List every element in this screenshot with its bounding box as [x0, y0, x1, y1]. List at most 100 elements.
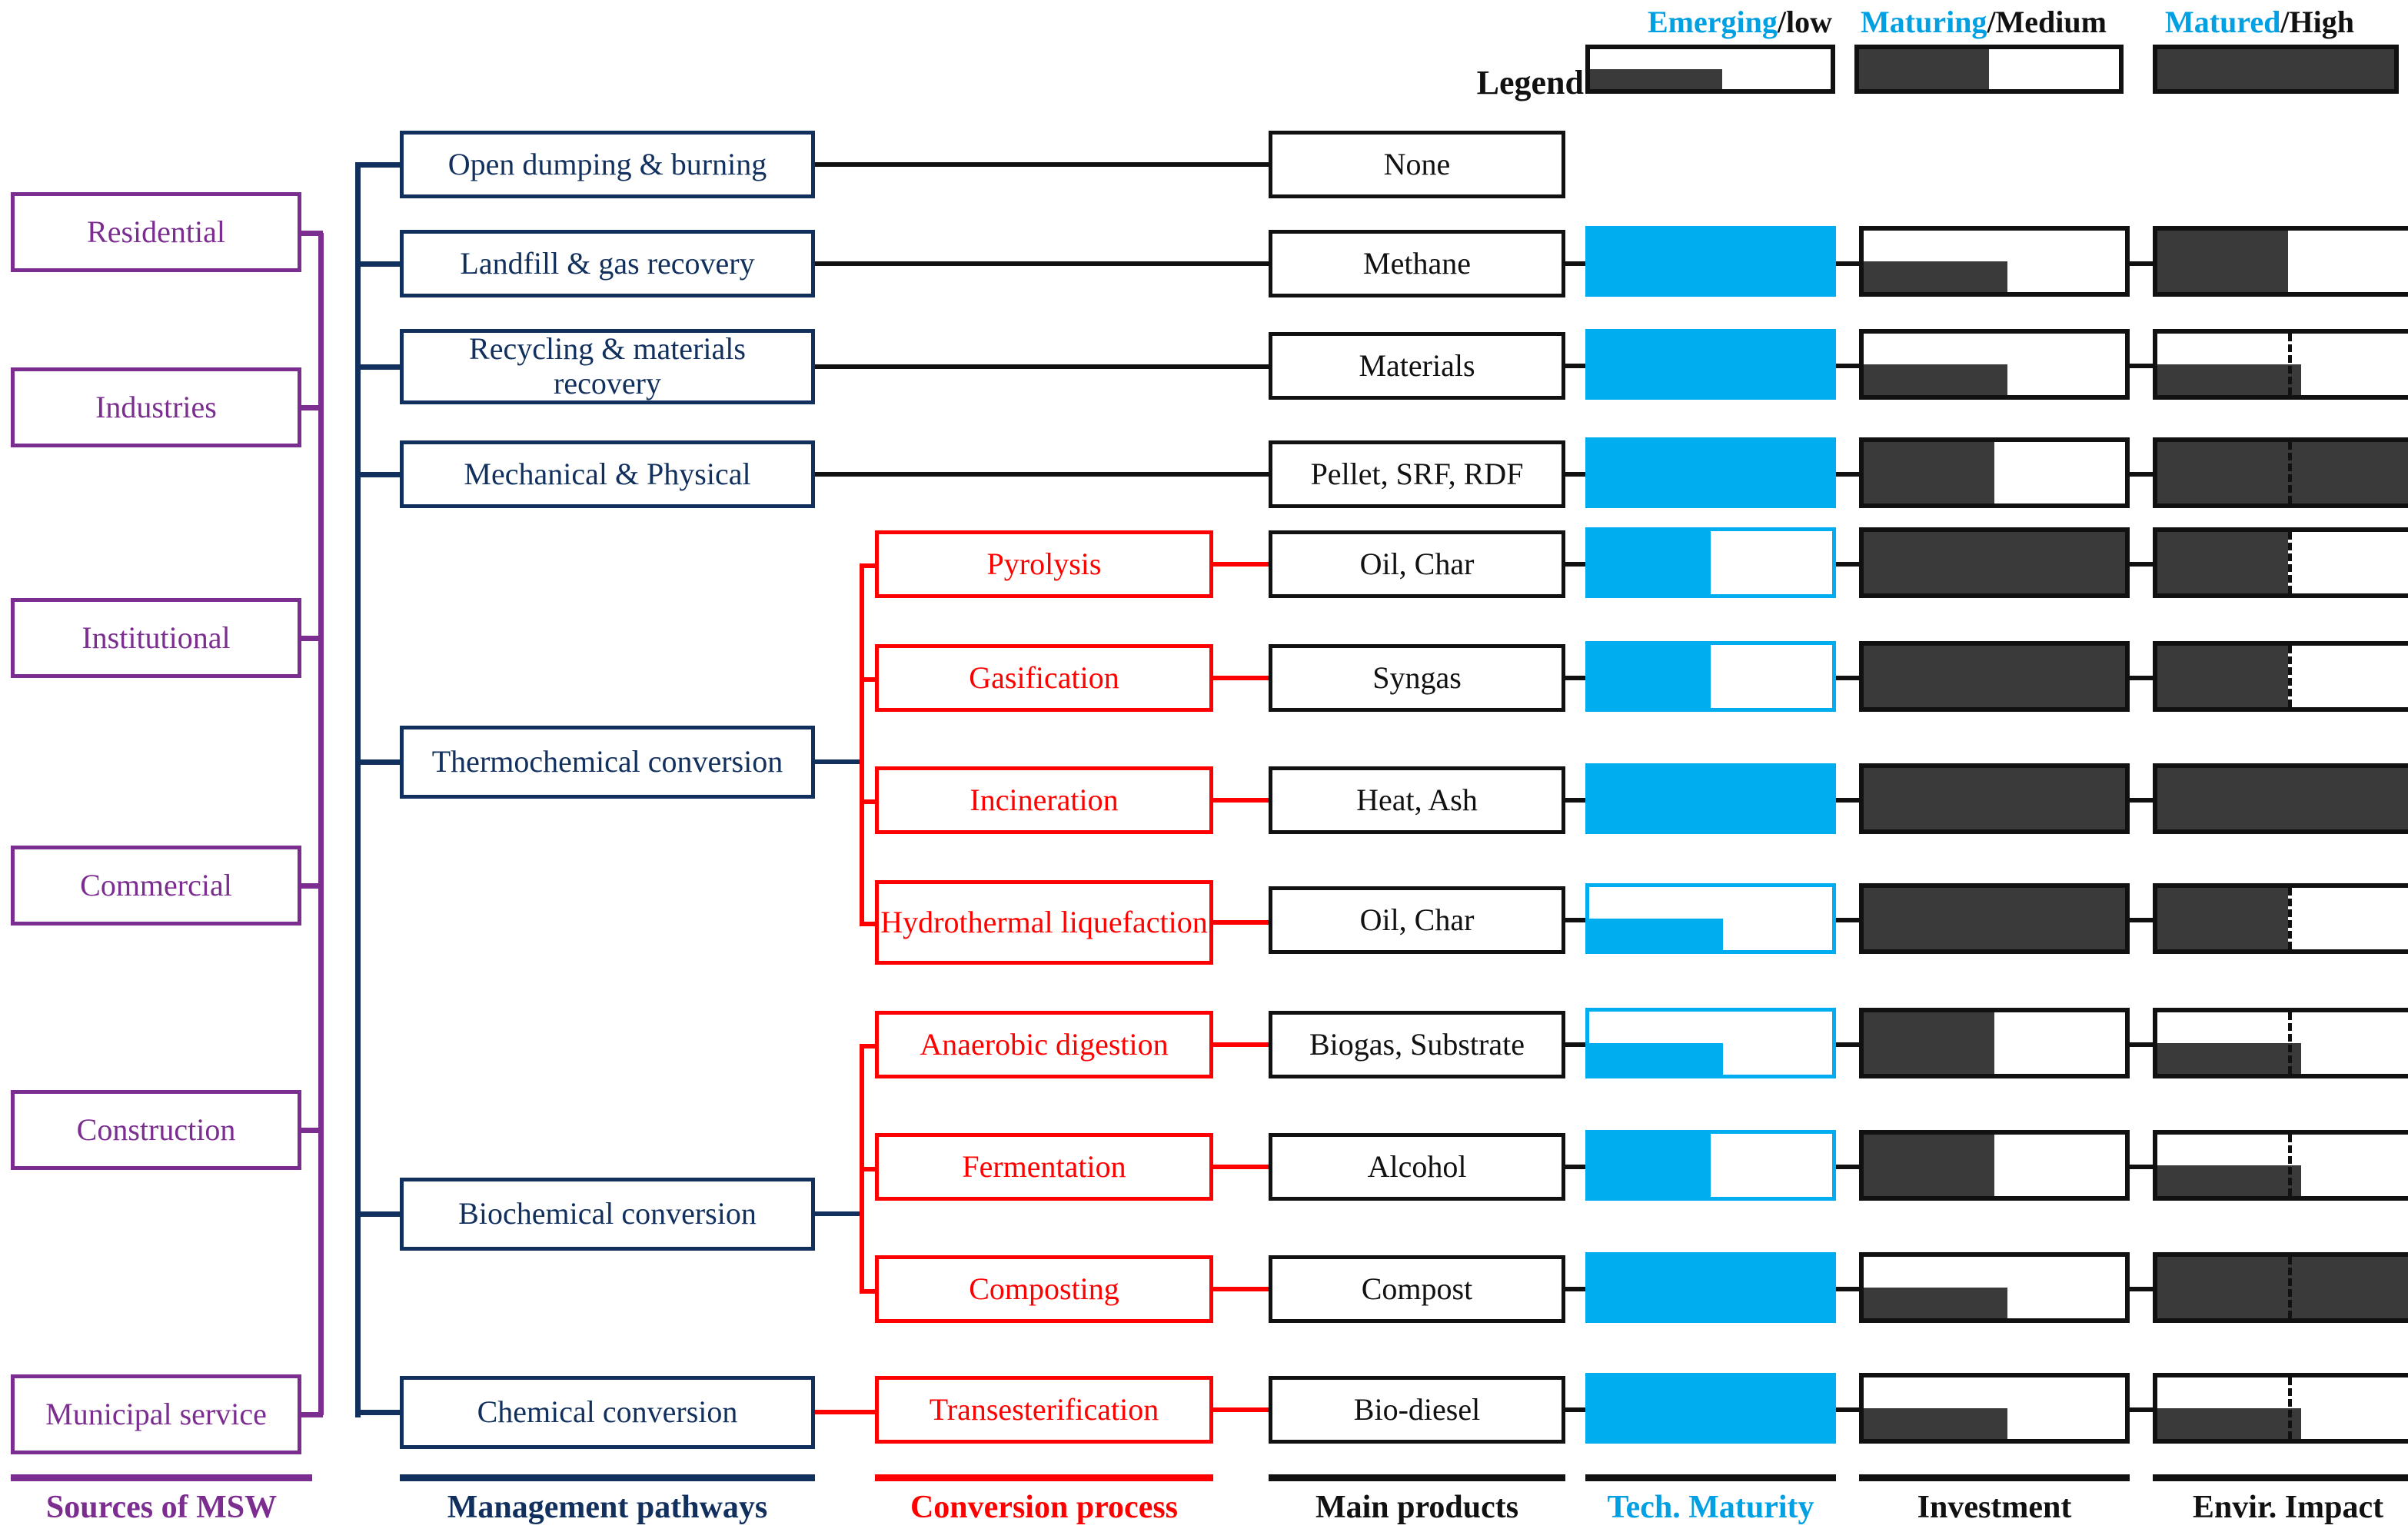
product-box-biogas-substrate[interactable]: Biogas, Substrate	[1269, 1011, 1565, 1078]
product-box-compost[interactable]: Compost	[1269, 1255, 1565, 1323]
link-incineration-to-product	[1213, 798, 1269, 803]
investment-cell-pellet[interactable]	[1859, 437, 2130, 508]
investment-cell-fermentation[interactable]	[1859, 1130, 2130, 1201]
pathway-box-open-dumping-burning[interactable]: Open dumping & burning	[400, 131, 815, 198]
impact-fill-incineration	[2157, 768, 2408, 829]
process-box-transesterification[interactable]: Transesterification	[875, 1376, 1213, 1444]
process-box-anaerobic-digestion[interactable]: Anaerobic digestion	[875, 1011, 1213, 1078]
product-box-none[interactable]: None	[1269, 131, 1565, 198]
impact-cell-incineration[interactable]	[2153, 763, 2408, 834]
maturity-fill-incineration	[1589, 767, 1832, 830]
maturity-cell-pellet[interactable]	[1585, 437, 1836, 508]
legend-title-matured: Matured/High	[2165, 4, 2354, 40]
pathway-box-recycling-materials-recovery[interactable]: Recycling & materials recovery	[400, 329, 815, 404]
source-label-construction: Construction	[76, 1112, 236, 1147]
link-materials-to-maturity	[1565, 364, 1588, 368]
investment-cell-transesterification[interactable]	[1859, 1373, 2130, 1444]
investment-cell-hydrothermal[interactable]	[1859, 883, 2130, 954]
pathway-box-landfill-gas-recovery[interactable]: Landfill & gas recovery	[400, 230, 815, 297]
maturity-cell-composting[interactable]	[1585, 1252, 1836, 1323]
product-box-heat-ash[interactable]: Heat, Ash	[1269, 766, 1565, 834]
impact-midline-materials	[2288, 334, 2292, 395]
product-box-alcohol[interactable]: Alcohol	[1269, 1133, 1565, 1201]
maturity-cell-incineration[interactable]	[1585, 763, 1836, 834]
pathway-box-mechanical-physical[interactable]: Mechanical & Physical	[400, 440, 815, 508]
impact-cell-composting[interactable]	[2153, 1252, 2408, 1323]
impact-cell-methane[interactable]	[2153, 226, 2408, 297]
investment-cell-composting[interactable]	[1859, 1252, 2130, 1323]
process-box-incineration[interactable]: Incineration	[875, 766, 1213, 834]
legend-swatch-emerging	[1585, 45, 1835, 94]
link-maturity-to-investment-5	[1834, 676, 1859, 680]
investment-cell-anaerobic[interactable]	[1859, 1008, 2130, 1078]
product-box-oil-char-hydrothermal[interactable]: Oil, Char	[1269, 886, 1565, 954]
pathway-stub-mechanical-physical	[355, 472, 401, 477]
impact-cell-pellet[interactable]	[2153, 437, 2408, 508]
source-box-construction[interactable]: Construction	[11, 1090, 301, 1170]
link-heatash-to-maturity	[1565, 798, 1588, 803]
link-maturity-to-investment-9	[1834, 1165, 1859, 1169]
maturity-cell-gasification[interactable]	[1585, 641, 1836, 712]
link-investment-to-impact-7	[2128, 918, 2153, 922]
product-box-syngas[interactable]: Syngas	[1269, 644, 1565, 712]
pathway-box-thermochemical-conversion[interactable]: Thermochemical conversion	[400, 726, 815, 799]
source-stub-institutional	[300, 636, 323, 641]
link-gasification-to-product	[1213, 676, 1269, 680]
maturity-cell-pyrolysis[interactable]	[1585, 527, 1836, 598]
investment-cell-gasification[interactable]	[1859, 641, 2130, 712]
footer-rule-pathways	[400, 1474, 815, 1481]
product-box-pellet-srf-rdf[interactable]: Pellet, SRF, RDF	[1269, 440, 1565, 508]
impact-cell-gasification[interactable]	[2153, 641, 2408, 712]
product-label-syngas: Syngas	[1372, 660, 1462, 695]
maturity-cell-transesterification[interactable]	[1585, 1373, 1836, 1444]
process-box-pyrolysis[interactable]: Pyrolysis	[875, 530, 1213, 598]
source-box-residential[interactable]: Residential	[11, 192, 301, 272]
impact-cell-materials[interactable]	[2153, 329, 2408, 400]
maturity-cell-anaerobic[interactable]	[1585, 1008, 1836, 1078]
biochemical-stub-fermentation	[860, 1167, 875, 1171]
legend-emerging-blue-word: Emerging	[1648, 5, 1778, 39]
investment-cell-incineration[interactable]	[1859, 763, 2130, 834]
link-maturity-to-investment-10	[1834, 1287, 1859, 1291]
footer-envir-impact: Envir. Impact	[2153, 1474, 2408, 1526]
maturity-cell-materials[interactable]	[1585, 329, 1836, 400]
process-box-gasification[interactable]: Gasification	[875, 644, 1213, 712]
investment-fill-fermentation	[1864, 1135, 1994, 1196]
maturity-cell-hydrothermal[interactable]	[1585, 883, 1836, 954]
impact-cell-hydrothermal[interactable]	[2153, 883, 2408, 954]
investment-cell-methane[interactable]	[1859, 226, 2130, 297]
maturity-cell-methane[interactable]	[1585, 226, 1836, 297]
impact-cell-pyrolysis[interactable]	[2153, 527, 2408, 598]
process-label-fermentation: Fermentation	[962, 1148, 1126, 1184]
impact-cell-fermentation[interactable]	[2153, 1130, 2408, 1201]
maturity-cell-fermentation[interactable]	[1585, 1130, 1836, 1201]
pathway-box-chemical-conversion[interactable]: Chemical conversion	[400, 1376, 815, 1449]
footer-management-pathways: Management pathways	[400, 1474, 815, 1526]
process-box-fermentation[interactable]: Fermentation	[875, 1133, 1213, 1201]
impact-cell-anaerobic[interactable]	[2153, 1008, 2408, 1078]
link-compost-to-maturity	[1565, 1287, 1588, 1291]
product-box-bio-diesel[interactable]: Bio-diesel	[1269, 1376, 1565, 1444]
legend-title-maturing: Maturing/Medium	[1861, 4, 2107, 40]
source-box-commercial[interactable]: Commercial	[11, 846, 301, 926]
source-box-municipal-service[interactable]: Municipal service	[11, 1374, 301, 1454]
investment-fill-composting	[1864, 1288, 2007, 1318]
pathway-stub-biochemical-conversion	[355, 1211, 401, 1217]
product-box-materials[interactable]: Materials	[1269, 332, 1565, 400]
product-box-oil-char-pyrolysis[interactable]: Oil, Char	[1269, 530, 1565, 598]
investment-cell-pyrolysis[interactable]	[1859, 527, 2130, 598]
product-box-methane[interactable]: Methane	[1269, 230, 1565, 297]
process-box-hydrothermal-liquefaction[interactable]: Hydrothermal liquefaction	[875, 880, 1213, 965]
impact-fill-anaerobic	[2157, 1043, 2301, 1074]
process-box-composting[interactable]: Composting	[875, 1255, 1213, 1323]
link-transesterification-to-product	[1213, 1407, 1269, 1412]
impact-fill-fermentation	[2157, 1165, 2301, 1196]
link-investment-to-impact-6	[2128, 798, 2153, 803]
investment-cell-materials[interactable]	[1859, 329, 2130, 400]
footer-label-sources: Sources of MSW	[45, 1490, 278, 1525]
pathway-box-biochemical-conversion[interactable]: Biochemical conversion	[400, 1178, 815, 1251]
impact-cell-transesterification[interactable]	[2153, 1373, 2408, 1444]
source-box-industries[interactable]: Industries	[11, 367, 301, 447]
link-oilchar1-to-maturity	[1565, 562, 1588, 567]
source-box-institutional[interactable]: Institutional	[11, 598, 301, 678]
